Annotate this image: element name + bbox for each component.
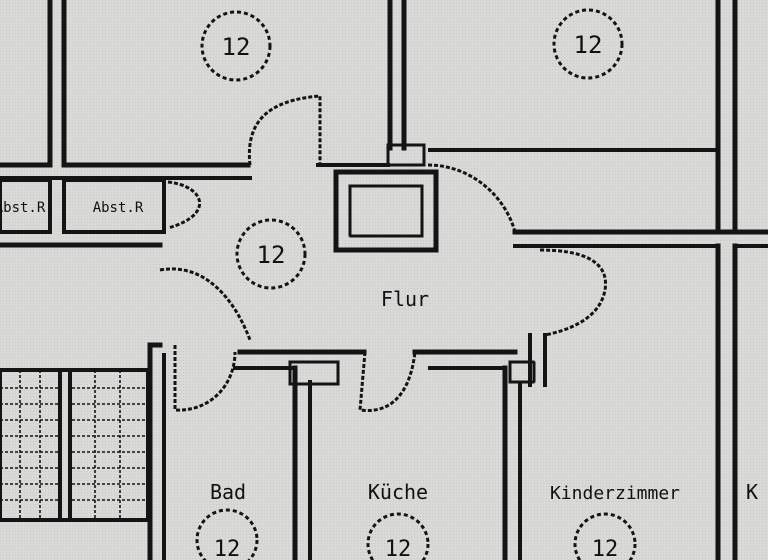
top-left-room-marker-text: 12 xyxy=(222,33,251,61)
flur-marker-text: 12 xyxy=(257,241,286,269)
stair-treads xyxy=(0,370,146,520)
edge-room-label: K xyxy=(746,480,758,504)
kueche-label: Küche xyxy=(368,480,428,504)
flur-label: Flur xyxy=(381,287,429,311)
kinderzimmer-marker-text: 12 xyxy=(592,537,619,560)
storage-left-label: Abst.R xyxy=(0,200,46,216)
bad-label: Bad xyxy=(210,480,246,504)
top-right-room-marker-text: 12 xyxy=(574,31,603,59)
kinderzimmer-label: Kinderzimmer xyxy=(550,483,680,504)
storage-right-label: Abst.R xyxy=(93,200,144,216)
room-markers xyxy=(195,8,637,560)
bad-marker-text: 12 xyxy=(214,537,241,560)
kueche-marker-text: 12 xyxy=(385,537,412,560)
door-swings xyxy=(159,94,608,413)
